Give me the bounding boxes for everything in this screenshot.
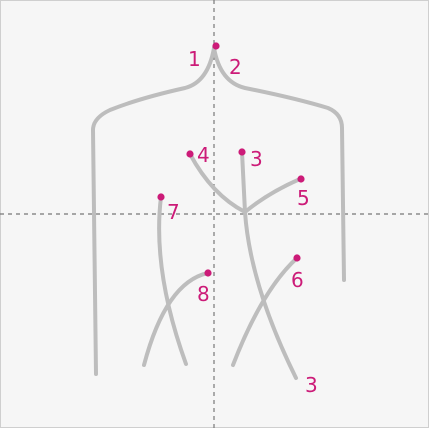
stroke-6-path	[231, 256, 299, 367]
stroke-8-start-dot	[204, 269, 212, 277]
stroke-label-5: 5	[297, 186, 310, 210]
stroke-4-start-dot	[186, 150, 194, 158]
stroke-7-start-dot	[157, 193, 165, 201]
stroke-1-2-start-dot	[212, 42, 220, 50]
stroke-label-2: 2	[229, 55, 242, 79]
stroke-5-start-dot	[297, 175, 305, 183]
stroke-6-start-dot	[293, 254, 301, 262]
stroke-3-start-dot	[238, 148, 246, 156]
stroke-label-4: 4	[197, 143, 210, 167]
stroke-label-8: 8	[197, 282, 210, 306]
stroke-2-path	[212, 46, 346, 282]
stroke-5-path	[243, 177, 302, 214]
stroke-label-7: 7	[167, 200, 180, 224]
stroke-label-3-end: 3	[305, 373, 318, 397]
stroke-label-6: 6	[291, 268, 304, 292]
stroke-label-3: 3	[250, 147, 263, 171]
stroke-3-path	[240, 150, 298, 380]
stroke-8-path	[142, 271, 210, 367]
stroke-label-1: 1	[188, 47, 201, 71]
stroke-4-path	[188, 152, 247, 214]
stroke-7-path	[157, 195, 188, 366]
stroke-1-path	[91, 46, 216, 376]
